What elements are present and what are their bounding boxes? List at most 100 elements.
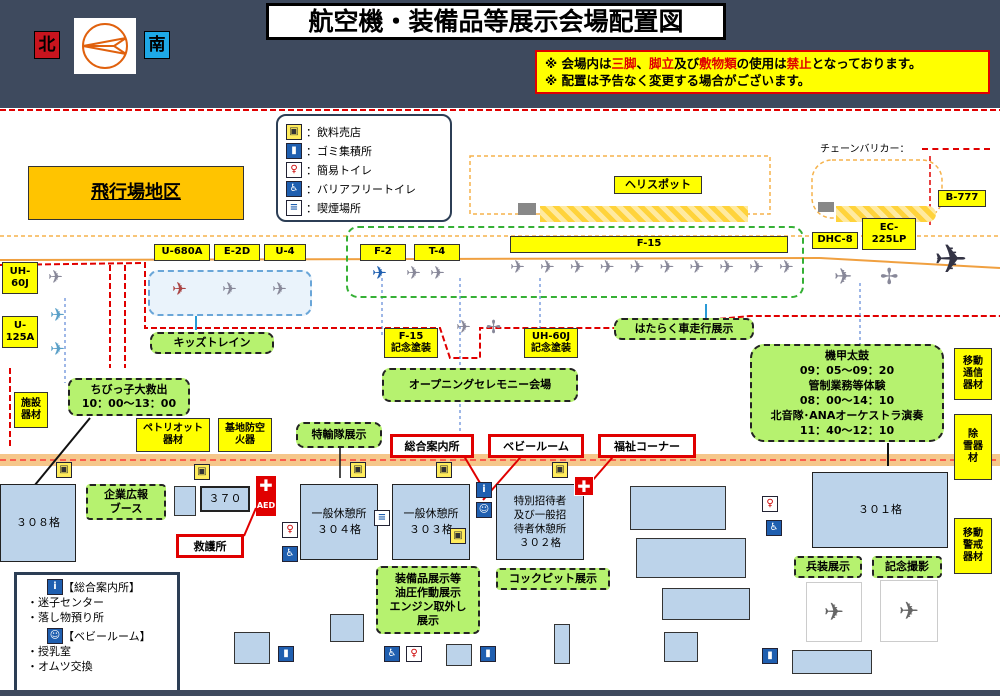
aircraft-icon: ✈: [569, 257, 585, 278]
building-block: [554, 624, 570, 664]
photo-spot-aircraft-icon: ✈: [880, 580, 938, 642]
baby-legend-item: ・授乳室: [27, 645, 71, 658]
aircraft-icon: ✈: [689, 257, 705, 278]
aircraft-icon: ✈: [719, 257, 735, 278]
building-block: [330, 614, 364, 642]
legend-label: ：ゴミ集積所: [306, 144, 372, 158]
info-legend-title: 【総合案内所】: [63, 580, 140, 594]
hangar-308: ３０８格: [0, 484, 76, 562]
aircraft-display-zone: [346, 226, 804, 298]
page-title: 航空機・装備品等展示会場配置図: [266, 3, 726, 40]
building-block: [636, 538, 746, 578]
patriot-label: ペトリオット 器材: [136, 418, 210, 452]
rest-area-304-number: ３０４格: [317, 523, 361, 536]
armored-drum-label: 機甲太鼓: [825, 349, 869, 362]
t4-label: T-4: [414, 244, 460, 261]
corporate-booth-label: 企業広報 ブース: [86, 484, 166, 520]
hangar-308-label: ３０８格: [16, 516, 60, 529]
legend-label: ：飲料売店: [306, 125, 361, 139]
food-stall-icon: ▣: [350, 462, 366, 478]
aircraft-icon: ✈: [406, 263, 422, 284]
heliport-marker: [518, 203, 536, 215]
aircraft-icon: ✈: [510, 257, 526, 278]
toilet-icon: ♀: [406, 646, 422, 662]
baby-room-label: ベビールーム: [488, 434, 584, 458]
stage-events-box: 機甲太鼓 09：05～09：20 管制業務等体験 08：00～14：10 北音隊…: [750, 344, 944, 442]
rest-area-303-title: 一般休憩所: [403, 507, 459, 520]
legend-label: ：喫煙場所: [306, 201, 361, 215]
footer-band: [0, 690, 1000, 696]
airliner-icon: ✈: [934, 237, 968, 283]
rest-area-303: 一般休憩所 ３０３格: [392, 484, 470, 560]
food-stall-icon: ▣: [194, 464, 210, 480]
north-label: 北: [34, 31, 60, 59]
weapon-display-aircraft-icon: ✈: [806, 582, 862, 642]
aircraft-icon: ✈: [272, 279, 288, 300]
trash-icon: ▮: [762, 648, 778, 664]
base-firefight-label: 基地防空 火器: [218, 418, 272, 452]
building-block: [446, 644, 472, 666]
building-block: [630, 486, 726, 530]
uh60j-paint-label: UH-60J 記念塗装: [524, 328, 578, 358]
airfield-area-label: 飛行場地区: [28, 166, 244, 220]
e2d-label: E-2D: [214, 244, 260, 261]
aircraft-icon: ✈: [539, 257, 555, 278]
aircraft-icon: ✈: [599, 257, 615, 278]
rest-area-304-title: 一般休憩所: [311, 507, 367, 520]
building-370: ３７０: [200, 486, 250, 512]
kids-rescue-label: ちびっ子大救出 10：00～13：00: [68, 378, 190, 416]
info-legend-item: ・迷子センター: [27, 596, 104, 609]
chain-barrier-sample: [922, 148, 990, 150]
trash-icon: ▮: [278, 646, 294, 662]
trash-icon: ▮: [286, 142, 302, 159]
food-stall-icon: ▣: [56, 462, 72, 478]
aircraft-icon: ✈: [50, 305, 66, 326]
smoking-icon: ≡: [286, 199, 302, 216]
u4-label: U-4: [264, 244, 306, 261]
helipad-2-marker: [818, 202, 834, 212]
f15-paint-label: F-15 記念塗装: [384, 328, 438, 358]
heliport-label: ヘリスポット: [614, 176, 702, 194]
south-label: 南: [144, 31, 170, 59]
mobile-comm-label: 移動 通信 器材: [954, 348, 992, 400]
building-block: [792, 650, 872, 674]
heliport-pad: [540, 206, 748, 222]
vehicle-run-label: はたらく車走行展示: [614, 318, 754, 340]
ec225-label: EC- 225LP: [862, 218, 916, 250]
facility-equip-label: 施設 器材: [14, 392, 48, 428]
toilet-icon: ♀: [282, 522, 298, 538]
u680a-label: U-680A: [154, 244, 210, 261]
kids-train-zone: [148, 270, 312, 316]
accessible-toilet-icon: ♿: [384, 646, 400, 662]
toilet-icon: ♀: [286, 161, 302, 178]
aircraft-icon: ✈: [659, 257, 675, 278]
trash-icon: ▮: [480, 646, 496, 662]
u125a-label: U- 125A: [2, 316, 38, 348]
aed-icon: AED: [256, 496, 276, 516]
food-stall-icon: ▣: [552, 462, 568, 478]
rest-area-304: 一般休憩所 ３０４格: [300, 484, 378, 560]
info-center-label: 総合案内所: [390, 434, 474, 458]
building-block: [662, 588, 750, 620]
b777-label: B-777: [938, 190, 986, 207]
info-icon: i: [47, 579, 63, 595]
smoking-icon: ≡: [374, 510, 390, 526]
aircraft-icon: ✈: [778, 257, 794, 278]
food-stall-icon: ▣: [436, 462, 452, 478]
rest-area-303-number: ３０３格: [409, 523, 453, 536]
first-aid-cross-icon: ✚: [256, 476, 276, 496]
first-aid-label: 救護所: [176, 534, 244, 558]
info-legend-box: i【総合案内所】 ・迷子センター ・落し物預り所 ☺【ベビールーム】 ・授乳室 …: [14, 572, 180, 694]
uh60j-label: UH- 60J: [2, 262, 38, 294]
toilet-icon: ♀: [762, 496, 778, 512]
helicopter-icon: ✢: [486, 317, 502, 338]
aircraft-icon: ✈: [172, 279, 188, 300]
equipment-display-label: 装備品展示等 油圧作動展示 エンジン取外し 展示: [376, 566, 480, 634]
food-stall-icon: ▣: [450, 528, 466, 544]
compass-icon: [74, 18, 136, 74]
baby-room-icon: ☺: [476, 502, 492, 518]
aircraft-icon: ✈: [629, 257, 645, 278]
aircraft-icon: ✈: [749, 257, 765, 278]
aircraft-icon: ✈: [430, 263, 446, 284]
